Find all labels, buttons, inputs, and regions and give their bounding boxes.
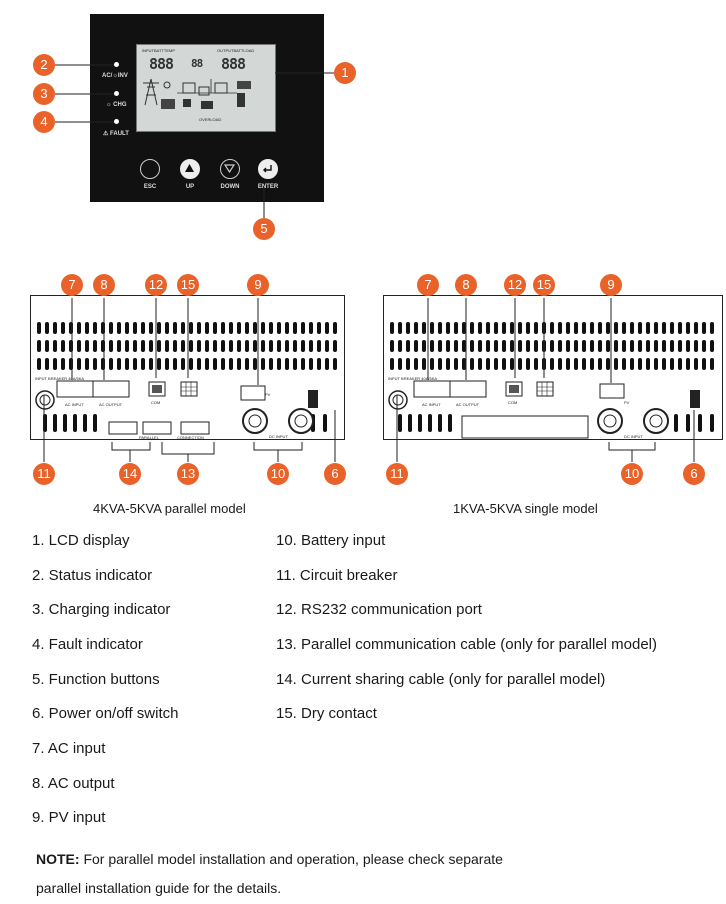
legend-item-15: 15. Dry contact (276, 705, 377, 722)
note-text-2: parallel installation guide for the deta… (36, 880, 282, 896)
note-label: NOTE: (36, 851, 80, 867)
callout-10-single: 10 (621, 463, 643, 485)
single-ac-output-label: AC OUTPUT (456, 402, 480, 407)
parallel-ac-input-label: AC INPUT (65, 402, 84, 407)
unit-leader-lines (43, 298, 695, 462)
legend-item-5: 5. Function buttons (32, 671, 160, 688)
vent-slots (388, 322, 714, 439)
parallel-pv-label: PV (265, 392, 271, 397)
callout-7: 7 (61, 274, 83, 296)
legend-item-3: 3. Charging indicator (32, 601, 171, 618)
callout-11: 11 (33, 463, 55, 485)
parallel-ac-output-label: AC OUTPUT (99, 402, 123, 407)
lcd-digits-mid: 88 (191, 57, 203, 70)
down-triangle-icon (223, 164, 236, 174)
legend-item-11: 11. Circuit breaker (276, 567, 398, 584)
legend-item-2: 2. Status indicator (32, 567, 153, 584)
callout-1: 1 (334, 62, 356, 84)
callout-9-single: 9 (600, 274, 622, 296)
callout-4: 4 (33, 111, 55, 133)
legend-item-10: 10. Battery input (276, 532, 386, 549)
single-pv-label: PV (624, 400, 630, 405)
callout-8-single: 8 (455, 274, 477, 296)
enter-button[interactable] (258, 159, 278, 179)
note-line-1: NOTE: For parallel model installation an… (36, 851, 503, 867)
enter-button-label: ENTER (257, 184, 279, 190)
lcd-digits-right: 888 (221, 55, 246, 73)
callout-2: 2 (33, 54, 55, 76)
lcd-overload-label: OVERLOAD (199, 117, 222, 122)
up-button-label: UP (185, 184, 195, 190)
down-button[interactable] (220, 159, 240, 179)
fault-led (114, 119, 119, 124)
callout-8: 8 (93, 274, 115, 296)
esc-button-label: ESC (143, 184, 157, 190)
callout-12-single: 12 (504, 274, 526, 296)
callout-9: 9 (247, 274, 269, 296)
fault-indicator-label: ⚠ FAULT (103, 131, 129, 137)
callout-12: 12 (145, 274, 167, 296)
parallel-com-label: COM (151, 400, 161, 405)
callout-15-single: 15 (533, 274, 555, 296)
callout-6-single: 6 (683, 463, 705, 485)
down-button-label: DOWN (220, 184, 240, 190)
front-panel: AC/☼INV ☼ CHG ⚠ FAULT INPUTBATTTEMP OUTP… (90, 14, 324, 202)
status-indicator-label: AC/☼INV (102, 73, 128, 79)
parallel-model-caption: 4KVA-5KVA parallel model (93, 501, 246, 516)
legend-item-1: 1. LCD display (32, 532, 130, 549)
single-dc-input-label: DC INPUT (624, 434, 643, 439)
legend-item-13: 13. Parallel communication cable (only f… (276, 636, 658, 653)
up-triangle-icon (185, 164, 194, 172)
note-text-1: For parallel model installation and oper… (83, 851, 503, 867)
lcd-display: INPUTBATTTEMP OUTPUTBATTLOAD 888 88 888 … (136, 44, 276, 132)
lcd-digits-left: 888 (149, 55, 174, 73)
vent-slots (35, 322, 337, 435)
legend-item-6: 6. Power on/off switch (32, 705, 179, 722)
charging-indicator-label: ☼ CHG (106, 102, 127, 108)
panel-leader-lines (55, 64, 334, 218)
charging-led (114, 91, 119, 96)
callout-7-single: 7 (417, 274, 439, 296)
legend-item-12: 12. RS232 communication port (276, 601, 482, 618)
lcd-input-label: INPUTBATTTEMP (142, 48, 176, 53)
single-unit-rear: INPUT BREAKER 40A/5KA AC INPUT AC OUTPUT… (383, 295, 723, 440)
status-led (114, 62, 119, 67)
parallel-dc-input-label: DC INPUT (269, 434, 288, 439)
callout-11-single: 11 (386, 463, 408, 485)
esc-button[interactable] (140, 159, 160, 179)
callout-15: 15 (177, 274, 199, 296)
callout-5: 5 (253, 218, 275, 240)
callout-13: 13 (177, 463, 199, 485)
up-button[interactable] (180, 159, 200, 179)
legend-item-9: 9. PV input (32, 809, 106, 826)
lcd-output-label: OUTPUTBATTLOAD (217, 48, 255, 53)
legend-item-8: 8. AC output (32, 775, 115, 792)
single-breaker-label: INPUT BREAKER 40A/5KA (388, 376, 438, 381)
single-model-caption: 1KVA-5KVA single model (453, 501, 598, 516)
enter-arrow-icon (263, 165, 272, 173)
single-com-label: COM (508, 400, 518, 405)
parallel-parallel-label: PARALLEL (139, 435, 159, 440)
lcd-flow-graphic (143, 78, 251, 109)
callout-10: 10 (267, 463, 289, 485)
callout-14: 14 (119, 463, 141, 485)
legend-item-14: 14. Current sharing cable (only for para… (276, 671, 606, 688)
legend-item-4: 4. Fault indicator (32, 636, 143, 653)
parallel-connection-label: CONNECTION (177, 435, 204, 440)
callout-6: 6 (324, 463, 346, 485)
legend-item-7: 7. AC input (32, 740, 106, 757)
callout-3: 3 (33, 83, 55, 105)
single-ac-input-label: AC INPUT (422, 402, 441, 407)
parallel-breaker-label: INPUT BREAKER 40A/5KA (35, 376, 85, 381)
